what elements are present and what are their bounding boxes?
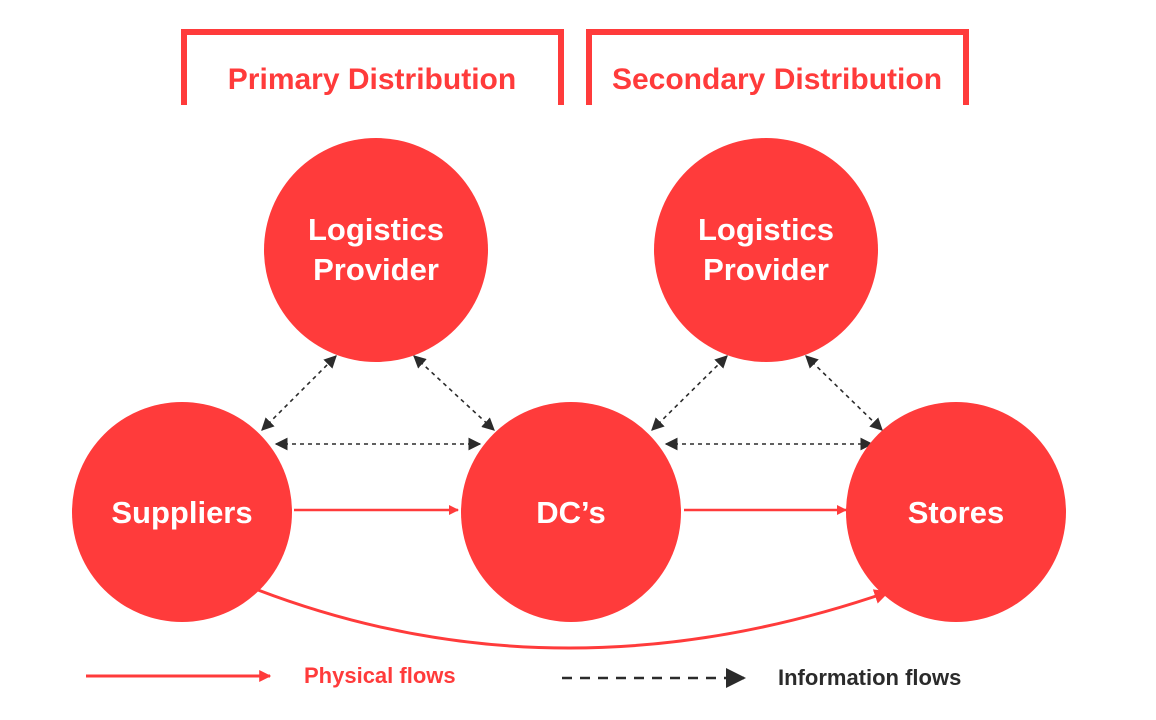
physical-flow-suppliers-stores [257, 588, 890, 650]
node-label: Suppliers [111, 495, 252, 530]
info-flow-lp2-stores [805, 355, 883, 431]
primary-distribution-title: Primary Distribution [228, 63, 516, 96]
legend-information-label: Information flows [778, 665, 961, 690]
node-logistics-provider-secondary: Logistics Provider [654, 138, 878, 362]
node-label-line2: Provider [313, 252, 439, 287]
info-flow-suppliers-lp1 [261, 355, 337, 431]
info-flow-dcs-lp2 [651, 355, 728, 431]
node-label-line1: Logistics [698, 212, 834, 247]
info-flow-lp1-dcs [413, 355, 495, 431]
node-stores: Stores [846, 402, 1066, 622]
node-label: Stores [908, 495, 1004, 530]
primary-distribution-bracket [181, 29, 564, 105]
node-logistics-provider-primary: Logistics Provider [264, 138, 488, 362]
node-label: DC’s [536, 495, 605, 530]
node-label-line2: Provider [703, 252, 829, 287]
node-label-line1: Logistics [308, 212, 444, 247]
node-dcs: DC’s [461, 402, 681, 622]
node-suppliers: Suppliers [72, 402, 292, 622]
secondary-distribution-title: Secondary Distribution [612, 63, 942, 96]
secondary-distribution-bracket [586, 29, 969, 105]
legend-physical-label: Physical flows [304, 663, 456, 688]
legend: Physical flows Information flows [86, 663, 961, 690]
